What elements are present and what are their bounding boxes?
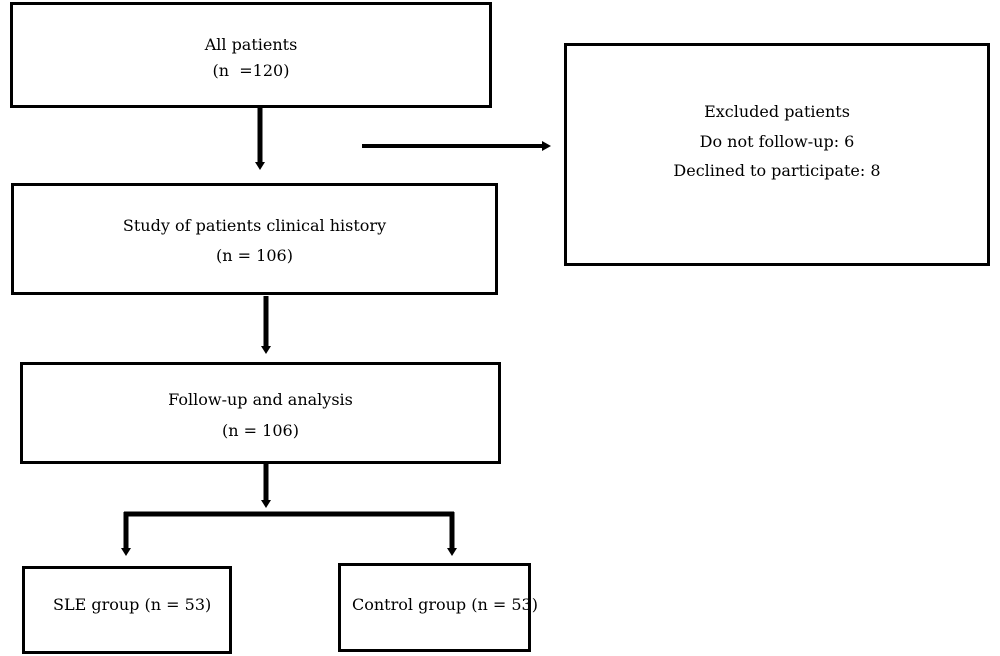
arrowhead-branch-left	[121, 548, 131, 556]
arrowhead-all-to-history	[255, 162, 265, 170]
clinical-history-count: (n = 106)	[216, 246, 293, 265]
excluded-no-follow-up: Do not follow-up: 6	[699, 132, 855, 151]
sle-group-label: SLE group (n = 53)	[53, 595, 212, 614]
excluded-declined: Declined to participate: 8	[673, 161, 881, 180]
control-group-box: Control group (n = 53)	[338, 563, 538, 652]
excluded-title: Excluded patients	[704, 102, 850, 121]
clinical-history-box: Study of patients clinical history (n = …	[11, 183, 498, 295]
arrowhead-followup-to-split	[261, 500, 271, 508]
all-patients-count: (n =120)	[212, 61, 290, 80]
all-patients-box: All patients (n =120)	[10, 2, 492, 108]
excluded-patients-box: Excluded patients Do not follow-up: 6 De…	[564, 43, 990, 266]
follow-up-count: (n = 106)	[222, 421, 299, 440]
all-patients-title: All patients	[204, 35, 298, 54]
follow-up-box: Follow-up and analysis (n = 106)	[20, 362, 501, 464]
sle-group-box: SLE group (n = 53)	[22, 566, 232, 654]
arrowhead-exclusion	[542, 141, 551, 151]
follow-up-title: Follow-up and analysis	[168, 390, 353, 409]
control-group-label: Control group (n = 53)	[352, 595, 538, 614]
clinical-history-title: Study of patients clinical history	[122, 216, 387, 235]
arrowhead-branch-right	[447, 548, 457, 556]
arrowhead-history-to-followup	[261, 346, 271, 354]
